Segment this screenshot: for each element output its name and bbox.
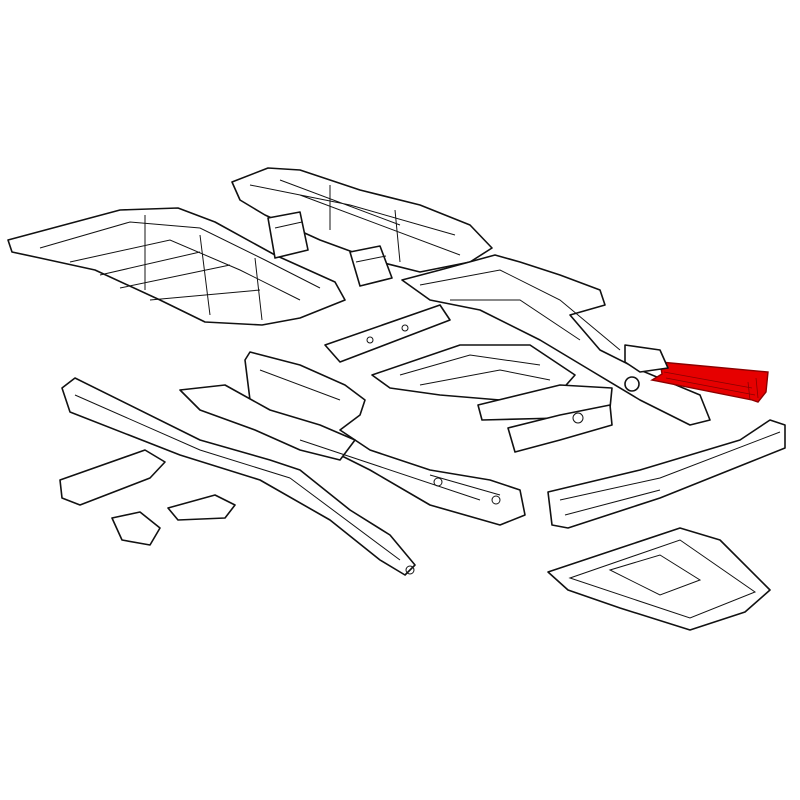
spare-tire-well-bracket: [624, 344, 669, 392]
rear-valance-panel: [547, 419, 786, 529]
front-floor-pan: [7, 207, 346, 326]
seat-crossmember: [267, 211, 309, 259]
rear-frame-crossmember-rail[interactable]: [650, 361, 769, 403]
seat-rail-bracket: [167, 494, 236, 521]
tunnel-brace: [324, 304, 451, 363]
front-bracket: [59, 449, 166, 506]
front-side-rail: [61, 377, 416, 576]
differential-mount: [507, 404, 613, 453]
trunk-floor-pan: [547, 527, 771, 631]
floor-crossmember: [349, 245, 393, 287]
mount-bracket-small: [111, 511, 161, 546]
center-frame-assembly: [179, 351, 526, 526]
